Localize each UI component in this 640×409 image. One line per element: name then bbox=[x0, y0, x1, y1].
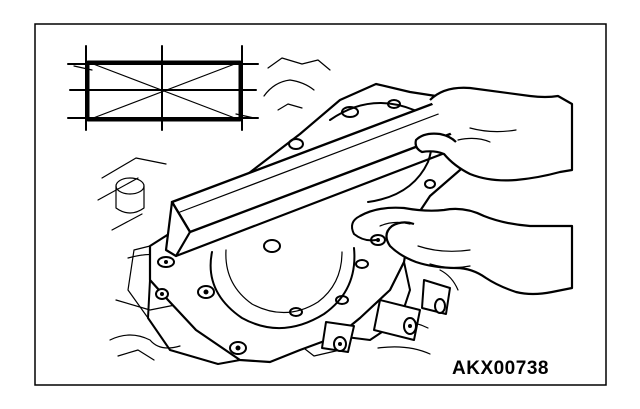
figure-frame bbox=[34, 23, 607, 386]
engine-block-side bbox=[127, 245, 459, 365]
flatness-check-diagram-icon bbox=[67, 45, 259, 131]
figure-reference-code: AKX00738 bbox=[452, 358, 549, 379]
hands bbox=[351, 86, 574, 296]
engine-block-outline bbox=[97, 57, 431, 361]
